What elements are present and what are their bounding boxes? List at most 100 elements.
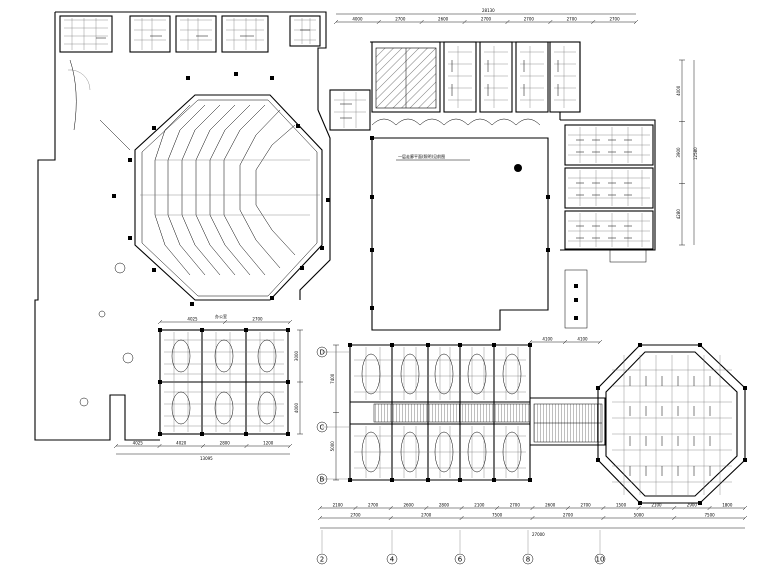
dim-bottom-total: 27000	[532, 532, 545, 537]
axis-col-2: 2	[320, 556, 324, 564]
dim-bottom-row1-label: 2600	[545, 503, 556, 508]
dim-bottom-row1-tick	[424, 505, 429, 511]
dim-leftblock-tick	[287, 443, 293, 449]
dim-bottom-row2-tick	[317, 515, 323, 521]
dim-top-label: 2700	[524, 17, 535, 22]
dim-leftblock-label: 1200	[263, 441, 274, 446]
auditorium	[112, 72, 330, 306]
dim-leftblock-tick	[157, 443, 162, 449]
dim-top-tick	[548, 19, 553, 25]
room-label: 办公室	[215, 313, 227, 319]
dim-bottom-row2-tick	[530, 515, 535, 521]
top-right-rooms	[329, 41, 581, 131]
dim-vert-block-label: 7400	[330, 373, 335, 384]
dim-bottom-row2-label: 7500	[704, 513, 715, 518]
lobby-left	[67, 59, 134, 407]
right-rooms	[564, 124, 654, 329]
axis-col-10: 10	[596, 556, 605, 564]
dim-top-tick	[590, 19, 596, 25]
dim-bottom-row2-tick	[601, 515, 606, 521]
dim-leftblock-top-tick	[287, 319, 293, 325]
dim-bottom-row1-tick	[707, 505, 712, 511]
dim-leftblock-top-tick	[157, 319, 163, 325]
dim-top-total: 28130	[482, 8, 495, 13]
dim-bottom-row1-tick	[388, 505, 393, 511]
dim-vert-block-label: 5000	[330, 441, 335, 452]
dim-bottom-row2-label: 2700	[563, 513, 574, 518]
dim-top-label: 2700	[481, 17, 492, 22]
dim-bottom-row1-label: 2900	[687, 503, 698, 508]
dim-right-label: 3900	[676, 147, 681, 158]
dim-top-tick	[333, 19, 339, 25]
dim-leftblock-label: 4020	[176, 441, 187, 446]
dim-top-tick	[633, 19, 639, 25]
dimensions: 28130 4000 2700 2600 2700 2700 2700 2700 12580…	[113, 8, 748, 537]
octagon-pavilion	[596, 343, 747, 505]
dim-top-tick	[376, 19, 382, 25]
dim-leftblock-label: 2800	[220, 441, 231, 446]
axis-row-c: C	[320, 424, 325, 432]
dim-bottom-row2-label: 2700	[350, 513, 361, 518]
axis-col-4: 4	[390, 556, 395, 564]
dim-leftblock-label: 4025	[133, 441, 144, 446]
dim-left-block-total: 13095	[200, 456, 213, 461]
dim-leftblock-side-label: 3000	[294, 350, 299, 361]
dim-right-total: 12580	[693, 147, 698, 160]
courtyard: 一层走廊平面(照明)见前图	[370, 136, 550, 310]
dim-leftblock-top-tick	[222, 319, 228, 325]
dim-bottom-row2-tick	[742, 515, 748, 521]
top-left-rooms	[59, 15, 321, 53]
dim-bottom-row1-tick	[565, 505, 571, 511]
dim-leftblock-tick	[244, 443, 249, 449]
dim-small-right-tick	[597, 339, 603, 345]
dim-small-right-label: 4100	[577, 337, 588, 342]
dim-small-right-tick	[527, 339, 533, 345]
axis-row-d: D	[320, 349, 325, 357]
south-wing	[348, 343, 532, 482]
dim-bottom-row2-label: 2700	[421, 513, 432, 518]
dim-bottom-row1-tick	[317, 505, 323, 511]
dim-bottom-row1-label: 2100	[651, 503, 662, 508]
dim-leftblock-top-label: 4025	[187, 317, 198, 322]
dim-top-label: 2700	[609, 17, 620, 22]
axis-col-6: 6	[458, 556, 463, 564]
axis-col-8: 8	[526, 556, 530, 564]
dim-top-tick	[462, 19, 467, 25]
dim-leftblock-top-label: 2700	[252, 317, 263, 322]
dim-bottom-row1-tick	[530, 505, 535, 511]
dim-top-label: 2700	[395, 17, 406, 22]
dim-right-label: 4280	[676, 209, 681, 220]
dim-bottom-row1-label: 2700	[581, 503, 592, 508]
dim-bottom-row1-tick	[672, 505, 677, 511]
dim-top-label: 2700	[567, 17, 578, 22]
corridor-note: 一层走廊平面(照明)见前图	[398, 153, 445, 159]
dim-bottom-row1-label: 2600	[403, 503, 414, 508]
dim-bottom-row1-tick	[494, 505, 500, 511]
dim-top-label: 4000	[352, 17, 363, 22]
axis-grid: D C B 2 4 6 8 10	[316, 346, 606, 565]
dim-bottom-row1-tick	[742, 505, 748, 511]
dim-top-label: 2600	[438, 17, 449, 22]
dim-small-right-label: 4100	[542, 337, 553, 342]
dim-bottom-row1-label: 2700	[510, 503, 521, 508]
dim-bottom-row1-tick	[601, 505, 606, 511]
dim-leftblock-tick	[113, 443, 119, 449]
dim-bottom-row1-label: 1800	[722, 503, 733, 508]
dim-bottom-row1-label: 2100	[333, 503, 344, 508]
dim-bottom-row2-tick	[388, 515, 393, 521]
dim-bottom-row2-tick	[672, 515, 677, 521]
dim-bottom-row1-label: 2100	[474, 503, 485, 508]
dim-bottom-row1-label: 2700	[368, 503, 379, 508]
dim-leftblock-side-label: 4000	[294, 402, 299, 413]
dim-small-right-tick	[562, 339, 568, 345]
axis-row-b: B	[320, 476, 325, 484]
dim-bottom-row1-tick	[636, 505, 641, 511]
dim-bottom-row1-label: 2800	[439, 503, 450, 508]
connector-stair	[533, 403, 603, 443]
dim-leftblock-tick	[200, 443, 206, 449]
dim-bottom-row2-label: 7500	[492, 513, 503, 518]
dim-bottom-row2-label: 5000	[634, 513, 645, 518]
dim-top-tick	[419, 19, 424, 25]
dim-top-tick	[505, 19, 510, 25]
